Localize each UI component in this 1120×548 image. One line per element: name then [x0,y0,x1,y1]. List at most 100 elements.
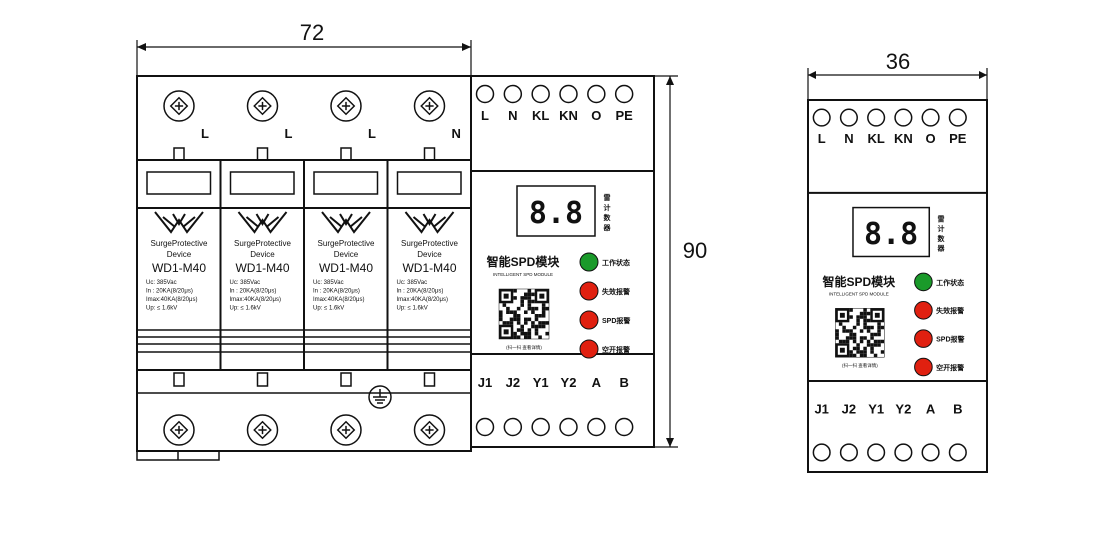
terminal-screw-bottom [163,414,195,446]
brand-subname: Device [417,250,442,259]
dimension-72-label: 72 [300,20,324,45]
brand-name: SurgeProtective [401,239,458,248]
counter-side-label: 数 [604,213,612,222]
status-led-label: SPD报警 [936,335,964,344]
terminal-label: J1 [814,401,828,416]
terminal-label: KL [532,108,549,123]
counter-display [516,185,596,237]
status-led-label: 空开报警 [936,363,964,372]
terminal-label: O [591,108,601,123]
terminal-hole [948,108,967,127]
terminal-label: N [508,108,517,123]
counter-side-label: 雷 [938,214,945,223]
terminal-label: KN [559,108,578,123]
status-window [313,171,379,195]
ground-icon [368,385,392,409]
status-led-icon [579,281,599,301]
counter-display [852,206,931,258]
terminal-label: J2 [842,401,856,416]
terminal-hole [475,84,495,104]
spec-line: Uc: 385Vac [397,280,428,286]
brand-subname: Device [250,250,275,259]
terminal-hole [531,417,550,437]
spec-line: Up: ≤ 1.6kV [313,306,344,312]
terminal-label: KN [894,131,913,146]
status-led-label: 工作状态 [936,278,964,287]
spec-line: Up: ≤ 1.6kV [146,306,177,312]
terminal-label: KL [867,131,884,146]
pole-line-label: L [201,126,209,141]
brand-subname: Device [334,250,359,259]
status-window [396,171,462,195]
spec-line: Imax:40KA(8/20μs) [230,297,281,303]
terminal-hole [839,443,858,462]
terminal-hole [894,443,913,462]
counter-value: 8.8 [529,196,583,231]
spec-line: In : 20KA(8/20μs) [230,289,277,295]
terminal-hole [559,417,578,437]
terminal-label: Y2 [561,375,577,390]
terminal-screw-top [330,90,362,122]
status-led-label: SPD报警 [602,316,630,325]
terminal-label: B [953,401,962,416]
dimension-90-label: 90 [683,238,707,263]
model-number: WD1-M40 [152,261,206,275]
terminal-screw-top [413,90,446,122]
terminal-label: O [926,131,936,146]
status-window [229,171,295,195]
terminal-screw-bottom [246,414,279,446]
status-led-icon [914,300,933,320]
brand-logo-icon [237,211,288,234]
brand-logo-icon [404,211,455,234]
spec-line: Uc: 385Vac [230,280,261,286]
spec-line: Up: ≤ 1.6kV [230,306,261,312]
counter-value: 8.8 [864,217,918,252]
status-led-icon [579,339,599,359]
qr-caption: (扫一扫 查看详情) [506,344,542,351]
module-subtitle: INTELLIGENT SPD MODULE [829,292,889,297]
terminal-hole [812,108,831,127]
terminal-hole [921,108,940,127]
spec-line: In : 20KA(8/20μs) [313,289,360,295]
qr-code-icon [835,308,885,358]
spec-line: Imax:40KA(8/20μs) [397,297,448,303]
dimension-72: 72 [136,20,472,78]
counter-side-label: 器 [937,244,946,253]
status-led-label: 失效报警 [936,306,964,315]
terminal-hole [559,84,578,104]
module-title: 智能SPD模块 [486,254,561,269]
terminal-screw-top [163,90,195,122]
terminal-hole [812,443,831,462]
terminal-label: N [844,131,853,146]
status-led-icon [914,357,933,377]
terminal-label: A [592,375,602,390]
model-number: WD1-M40 [402,261,456,275]
terminal-label: J2 [506,375,520,390]
terminal-hole [894,108,913,127]
dimension-36: 36 [807,49,988,100]
spec-line: In : 20KA(8/20μs) [397,289,444,295]
qr-caption: (扫一扫 查看详情) [842,362,878,369]
terminal-label: L [481,108,489,123]
model-number: WD1-M40 [235,261,289,275]
terminal-hole [587,84,606,104]
dimension-36-label: 36 [886,49,910,74]
status-led-icon [579,310,599,330]
terminal-hole [475,417,495,437]
status-led-icon [914,329,933,348]
brand-logo-icon [321,211,371,234]
terminal-hole [867,443,886,462]
terminal-label: L [818,131,826,146]
status-led-label: 工作状态 [602,258,630,267]
brand-name: SurgeProtective [234,239,291,248]
brand-logo-icon [154,211,204,234]
status-led-label: 失效报警 [602,287,630,296]
terminal-hole [921,443,940,462]
